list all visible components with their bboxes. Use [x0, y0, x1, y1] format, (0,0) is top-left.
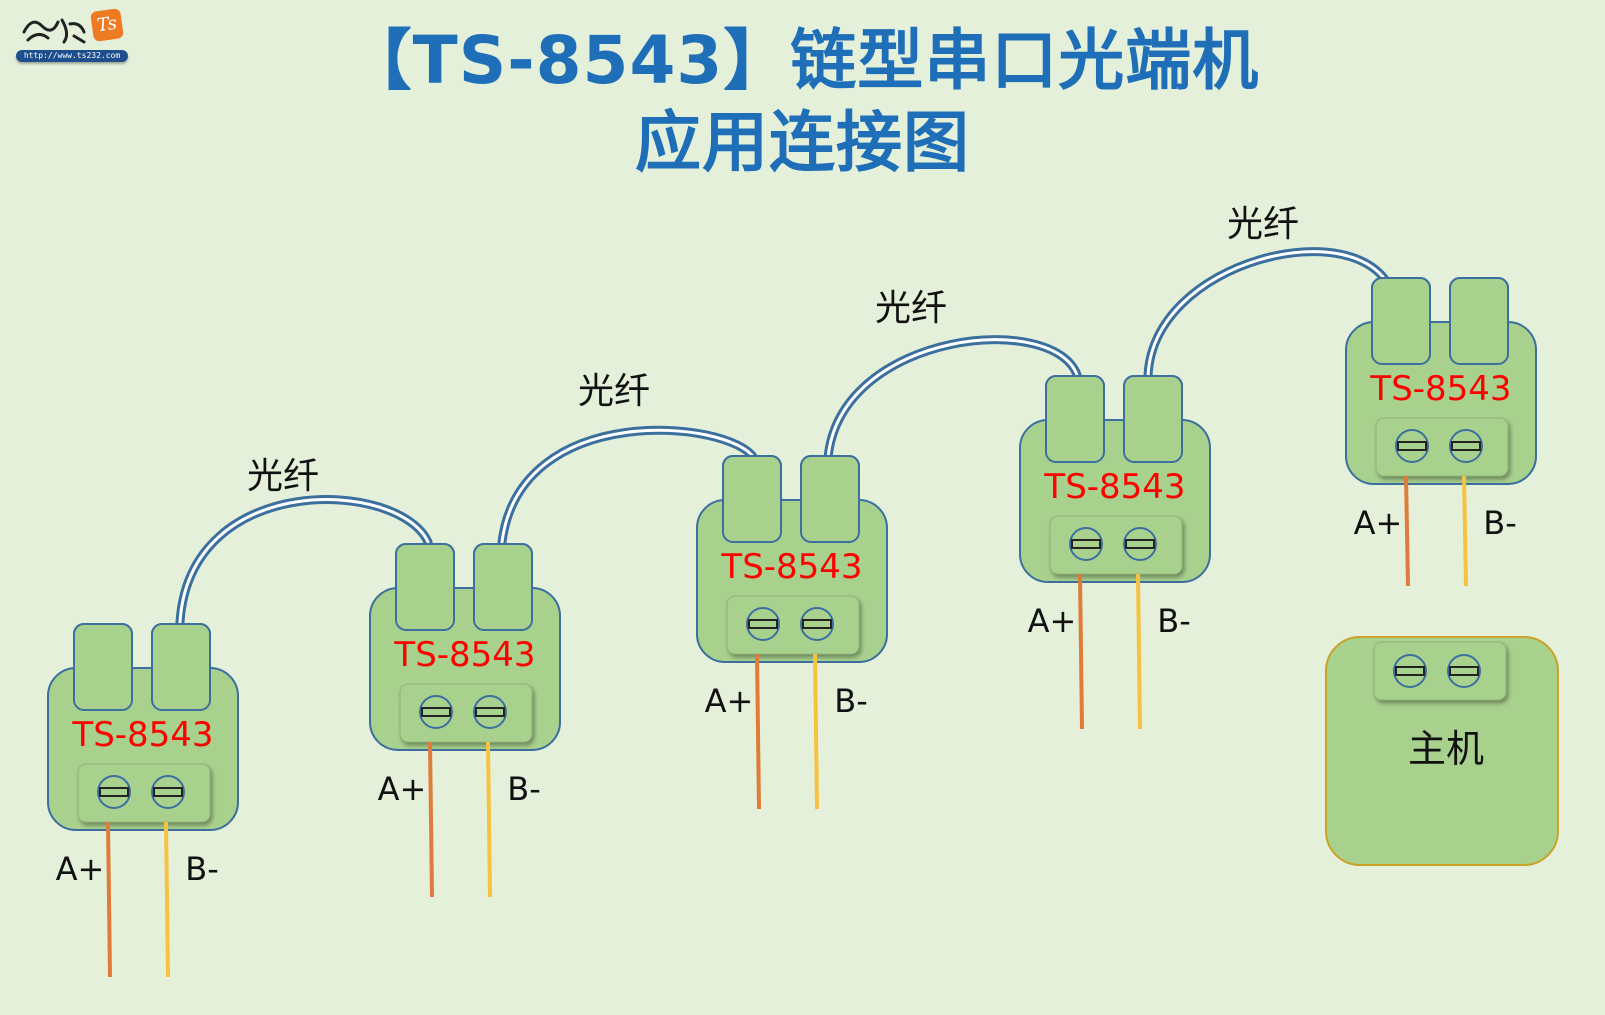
wire-a	[1404, 475, 1410, 587]
device-model-label: TS-8543	[1369, 369, 1511, 409]
wire-b	[813, 653, 819, 810]
fiber-port-left-front	[395, 543, 455, 631]
pin-label-b: B-	[1157, 602, 1191, 640]
screw-slot	[1397, 441, 1427, 451]
screw-slot	[153, 787, 183, 797]
fiber-port-right-front	[800, 455, 860, 543]
screw-slot	[99, 787, 129, 797]
screw-slot	[475, 707, 505, 717]
fiber-port-left-front	[73, 623, 133, 711]
wire-b	[486, 741, 492, 898]
screw-slot	[1449, 666, 1479, 676]
fiber-cable-core	[1146, 250, 1394, 380]
fiber-label: 光纤	[875, 288, 947, 329]
pin-label-a: A+	[1028, 602, 1077, 640]
pin-label-a: A+	[378, 770, 427, 808]
fiber-cable-core	[826, 338, 1080, 460]
fiber-port-left-front	[1045, 375, 1105, 463]
screw-slot	[421, 707, 451, 717]
diagram-subtitle: 应用连接图	[635, 104, 970, 181]
fiber-port-left-front	[722, 455, 782, 543]
wire-b	[1462, 475, 1468, 587]
wire-b	[1136, 573, 1142, 730]
pin-label-b: B-	[507, 770, 541, 808]
pin-label-b: B-	[834, 682, 868, 720]
fiber-label: 光纤	[578, 371, 650, 412]
pin-label-b: B-	[1483, 504, 1517, 542]
fiber-label: 光纤	[1227, 204, 1299, 245]
fiber-port-right-front	[151, 623, 211, 711]
pin-label-a: A+	[56, 850, 105, 888]
wire-a	[106, 821, 112, 978]
logo-url: http://www.ts232.com	[16, 50, 128, 62]
fiber-port-right-front	[473, 543, 533, 631]
pin-label-a: A+	[1354, 504, 1403, 542]
fiber-port-left-front	[1371, 277, 1431, 365]
logo: Ts http://www.ts232.com	[14, 6, 134, 66]
pin-label-b: B-	[185, 850, 219, 888]
device-model-label: TS-8543	[393, 635, 535, 675]
wire-a	[755, 653, 761, 810]
screw-slot	[748, 619, 778, 629]
wire-b	[164, 821, 170, 978]
screw-slot	[1125, 539, 1155, 549]
wire-a	[428, 741, 434, 898]
device-model-label: TS-8543	[720, 547, 862, 587]
fiber-label: 光纤	[247, 456, 319, 497]
fiber-cable-core	[178, 498, 430, 624]
wire-a	[1078, 573, 1084, 730]
device-model-label: TS-8543	[1043, 467, 1185, 507]
pin-label-a: A+	[705, 682, 754, 720]
logo-calligraphy	[22, 18, 86, 44]
fiber-cable-core	[500, 428, 756, 544]
screw-slot	[1451, 441, 1481, 451]
fiber-port-right-front	[1123, 375, 1183, 463]
host-label: 主机	[1408, 727, 1484, 771]
host-device: 主机	[1325, 636, 1559, 866]
fiber-port-right-front	[1449, 277, 1509, 365]
screw-slot	[1395, 666, 1425, 676]
screw-slot	[1071, 539, 1101, 549]
device-model-label: TS-8543	[71, 715, 213, 755]
screw-slot	[802, 619, 832, 629]
diagram-title: 【TS-8543】链型串口光端机	[345, 22, 1260, 99]
